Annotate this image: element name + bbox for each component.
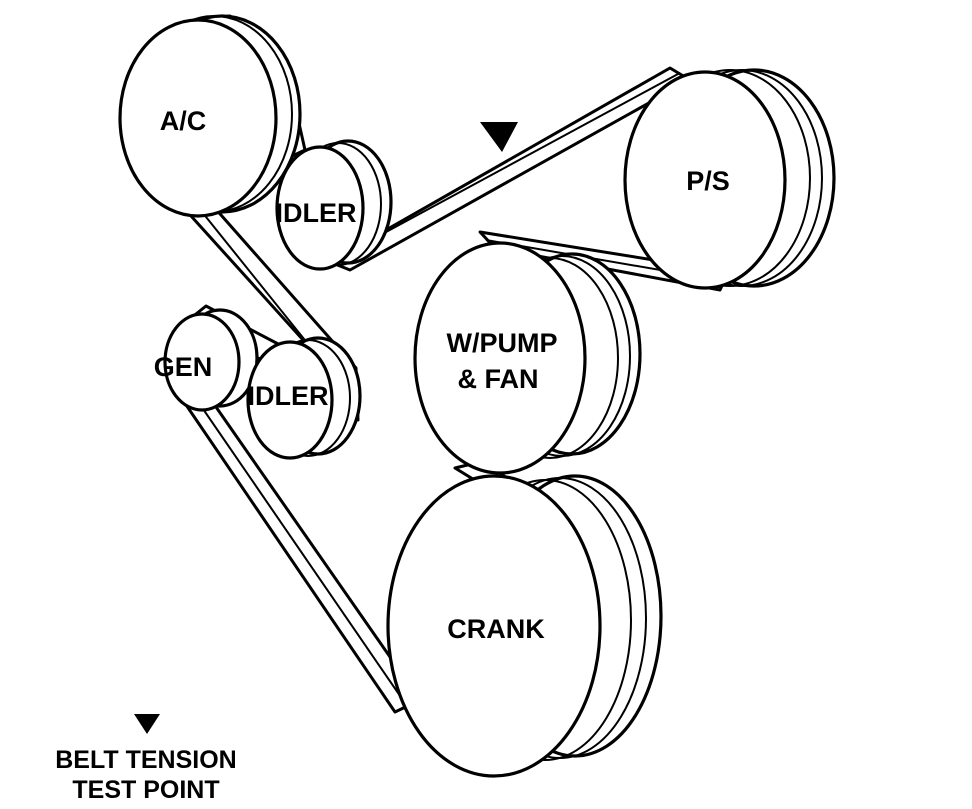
pulley-ac: A/C	[118, 14, 302, 218]
legend-marker-icon	[134, 714, 160, 734]
label-wpump-line2: & FAN	[458, 364, 539, 394]
pulley-ps: P/S	[623, 68, 836, 290]
pulley-wpump-fan: W/PUMP & FAN	[413, 241, 642, 475]
pulley-gen: GEN	[154, 308, 259, 412]
legend: BELT TENSION TEST POINT	[55, 714, 237, 804]
pulley-idler-upper: IDLER	[275, 139, 393, 271]
label-ac: A/C	[160, 106, 207, 136]
label-ps: P/S	[686, 166, 730, 196]
label-wpump-line1: W/PUMP	[447, 328, 558, 358]
pulley-idler-lower: IDLER	[246, 336, 362, 460]
legend-line1: BELT TENSION	[55, 746, 236, 774]
legend-line2: TEST POINT	[72, 776, 219, 804]
label-crank: CRANK	[447, 614, 545, 644]
label-gen: GEN	[154, 352, 213, 382]
label-idler-lower: IDLER	[248, 381, 329, 411]
pulley-crank: CRANK	[386, 474, 663, 778]
label-idler-upper: IDLER	[276, 198, 357, 228]
tension-test-point-marker	[480, 122, 518, 152]
